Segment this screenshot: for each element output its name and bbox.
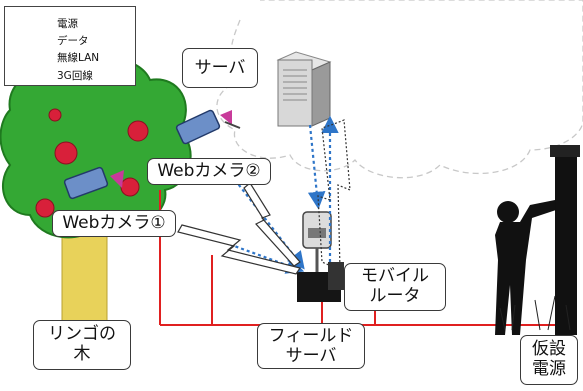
legend-power-label: 電源 [57,18,78,30]
person-silhouette-icon [495,200,556,335]
temp-power-label-line1: 仮設 [532,339,566,359]
camera-icon [175,109,241,145]
field-server-label-line1: フィールド [268,326,354,346]
apple-tree-label: リンゴの 木 [33,320,131,370]
router-label: モバイル ルータ [344,263,446,311]
cloud-icon [216,0,583,179]
apple-tree-label-line2: 木 [73,344,91,364]
apple-tree-icon [0,56,192,326]
legend: 電源 データ 無線LAN 3G回線 [4,6,136,86]
legend-3g-label: 3G回線 [57,70,93,82]
temp-power-label: 仮設 電源 [520,335,578,385]
field-server-label-line2: サーバ [285,346,337,366]
wlan-links [177,182,301,275]
webcam1-label: Webカメラ① [52,210,176,237]
temp-power-label-line2: 電源 [532,359,566,379]
field-server-label: フィールド サーバ [257,323,365,369]
legend-data-label: データ [57,35,89,47]
legend-wlan-label: 無線LAN [57,52,100,64]
webcam2-label: Webカメラ② [147,158,271,185]
server-label: サーバ [182,48,258,88]
server-icon [276,51,332,127]
router-label-line2: ルータ [369,286,421,306]
g3-link [317,119,351,271]
apple-tree-label-line1: リンゴの [48,324,116,344]
camera-icon [63,166,124,200]
grass [499,295,571,331]
router-label-line1: モバイル [361,266,429,286]
pole-icon [550,145,580,335]
